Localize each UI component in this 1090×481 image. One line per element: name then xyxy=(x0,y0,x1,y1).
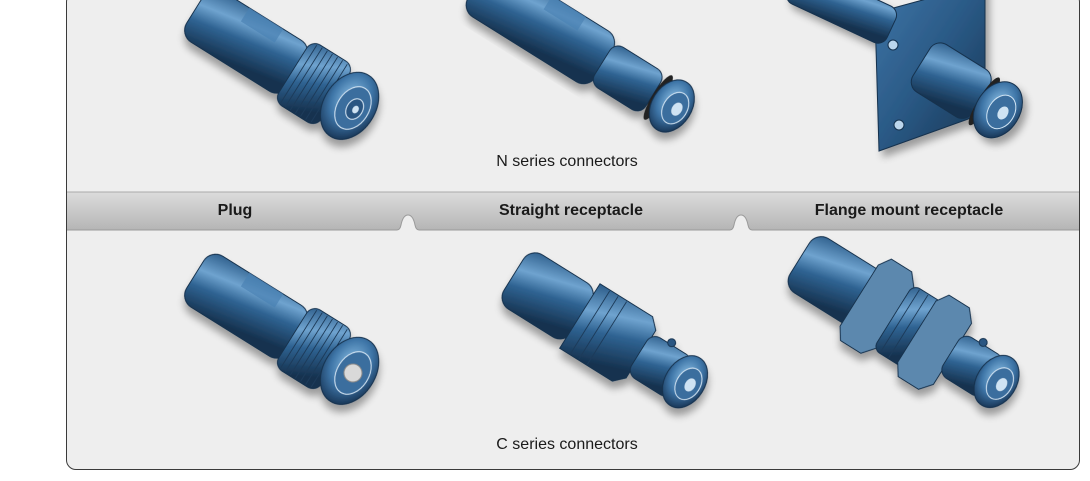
c-series-caption: C series connectors xyxy=(496,436,638,453)
connector-illustrations xyxy=(67,0,1079,409)
c-series-flange-receptacle xyxy=(787,236,1020,408)
header-straight-receptacle: Straight receptacle xyxy=(498,202,644,219)
c-series-straight-receptacle xyxy=(501,252,709,409)
n-series-flange-receptacle xyxy=(786,0,1023,152)
header-plug: Plug xyxy=(217,202,253,219)
header-band xyxy=(67,191,1079,233)
n-series-straight-receptacle xyxy=(465,0,695,133)
n-series-plug xyxy=(184,0,380,140)
c-series-plug xyxy=(184,253,380,405)
connector-figure-panel: N series connectors Plug Straight recept… xyxy=(66,0,1080,470)
header-flange-mount-receptacle: Flange mount receptacle xyxy=(814,202,1004,219)
n-series-caption: N series connectors xyxy=(496,153,638,170)
